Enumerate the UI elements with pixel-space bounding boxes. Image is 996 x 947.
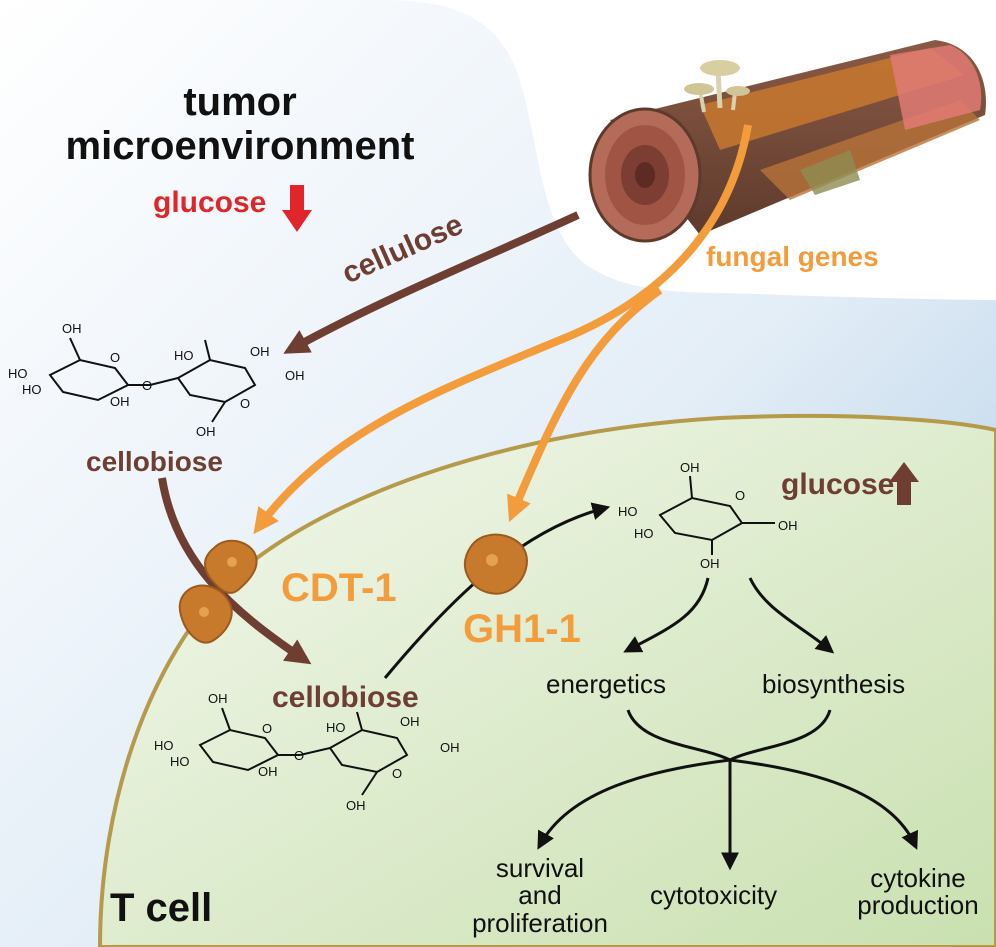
tumor-title-line1: tumor [183,80,297,124]
svg-text:OH: OH [285,368,305,383]
glucose-to-biosynthesis-arrow [748,577,835,654]
cellobiose-inside-labels: OH HO HO OH O O HO OH OH O OH [154,691,460,813]
survival-line1: survival [495,853,585,883]
svg-text:OH: OH [62,321,82,336]
cellobiose-inside-label: cellobiose [272,681,419,714]
fungal-genes-label: fungal genes [706,241,879,272]
svg-text:O: O [240,396,250,411]
svg-text:OH: OH [196,424,216,439]
svg-text:O: O [294,748,304,763]
svg-text:OH: OH [250,344,270,359]
svg-text:OH: OH [680,460,700,475]
svg-text:OH: OH [258,764,278,779]
glucose-up-arrow [889,462,919,505]
survival-label: survival and proliferation [445,853,635,938]
survival-line3: proliferation [472,907,608,938]
cytokine-label: cytokine production [840,863,996,921]
svg-text:OH: OH [346,798,366,813]
svg-text:HO: HO [170,754,190,769]
svg-text:HO: HO [634,526,654,541]
svg-text:OH: OH [778,518,798,533]
tumor-microenvironment-title: tumor microenvironment [20,82,460,166]
svg-text:O: O [262,721,272,736]
to-survival-arrow [537,758,731,850]
svg-text:HO: HO [8,366,28,381]
svg-text:OH: OH [110,394,130,409]
log-illustration [588,40,986,243]
fungal-genes-arrow-gh11 [507,286,663,523]
cellulose-arrow [283,211,580,354]
glucose-down-arrow [282,185,312,232]
svg-text:OH: OH [400,714,420,729]
cellobiose-outside-label: cellobiose [86,446,223,477]
cytokine-line2: production [857,890,979,921]
glucose-labels: OH HO HO O OH OH [618,460,798,571]
cellobiose-structure-outside [48,337,257,423]
cellobiose-transport-arrow [158,477,312,665]
svg-text:O: O [110,350,120,365]
glucose-high-label: glucose [781,468,895,501]
tumor-title-line2: microenvironment [65,124,415,168]
glucose-to-energetics-arrow [623,577,710,653]
t-cell-label: T cell [110,886,213,930]
gh11-protein-icon [464,533,528,595]
energetics-merge-curve [626,709,731,762]
cytokine-line1: cytokine [870,863,966,893]
svg-text:HO: HO [174,348,194,363]
fungal-genes-arrow-cdt1 [253,124,752,535]
cdt1-protein-icon [178,539,258,644]
cytotoxicity-label: cytotoxicity [650,880,778,910]
to-cytokine-arrow [729,758,918,850]
biosynthesis-label: biosynthesis [762,669,906,699]
svg-text:HO: HO [618,504,638,519]
cellobiose-structure-inside [198,707,409,796]
svg-text:HO: HO [154,738,174,753]
svg-text:HO: HO [22,382,42,397]
cellobiose-outside-labels: OH HO HO OH O O HO OH OH O OH [8,321,305,439]
cdt1-label: CDT-1 [281,566,397,610]
glucose-low-label: glucose [153,186,267,219]
svg-text:OH: OH [440,740,460,755]
survival-line2: and [518,880,562,911]
gh11-label: GH1-1 [463,607,581,651]
svg-text:O: O [735,488,745,503]
svg-text:OH: OH [208,691,228,706]
biosynthesis-merge-curve [729,709,832,762]
svg-text:O: O [392,766,402,781]
glucose-structure [658,475,775,555]
t-cell-body [97,413,996,947]
svg-text:O: O [142,378,152,393]
svg-text:HO: HO [326,720,346,735]
svg-text:OH: OH [700,556,720,571]
energetics-label: energetics [546,669,666,699]
